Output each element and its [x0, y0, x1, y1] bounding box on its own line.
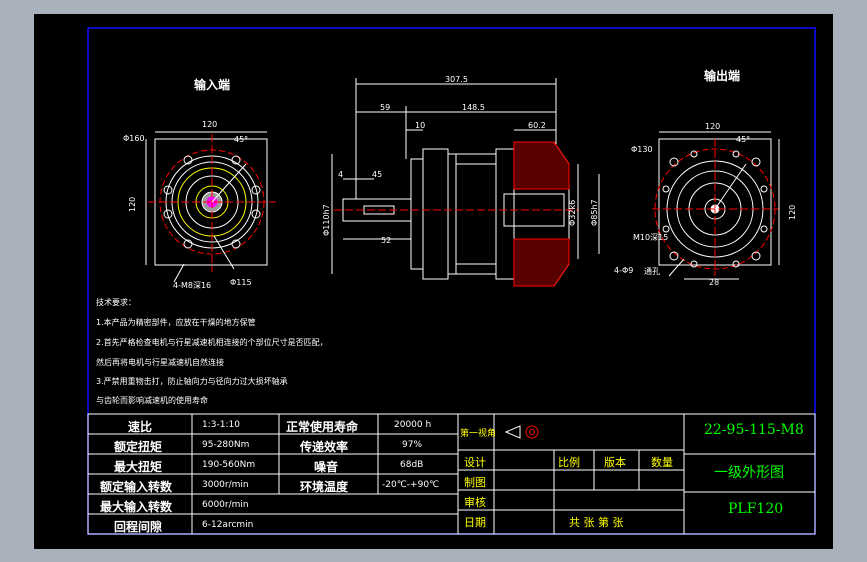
drawing-name: 一级外形图 — [714, 465, 784, 481]
spec2-value: 68dB — [400, 460, 424, 470]
notes-line-3: 然后再将电机与行星减速机自然连接 — [96, 358, 224, 367]
projection-symbol — [504, 425, 539, 439]
spec-value: 3000r/min — [202, 480, 249, 490]
spec-label: 速比 — [128, 420, 153, 434]
side-b-dim: 148.5 — [462, 103, 485, 112]
input-angle-dim: 45° — [234, 135, 249, 144]
spec-label: 最大输入转数 — [100, 500, 173, 514]
input-pcd-dim: Φ160 — [123, 134, 145, 143]
side-e-dim: 60.2 — [528, 121, 546, 130]
output-end-title: 输出端 — [704, 69, 741, 83]
spec2-label: 环境温度 — [300, 480, 349, 494]
cad-viewport[interactable]: 输入端 输出端 120 Φ160 45° 120 4-M8深16 Φ115 30… — [34, 14, 833, 549]
side-f-dim: 45 — [372, 170, 383, 179]
scale-label: 比例 — [558, 456, 580, 469]
notes-line-5: 与齿轮而影响减速机的使用寿命 — [96, 396, 208, 405]
side-h-dim: 4 — [338, 170, 344, 179]
spec-value: 6-12arcmin — [202, 520, 254, 530]
notes-title: 技术要求： — [96, 298, 136, 307]
date-label: 日期 — [464, 516, 486, 529]
side-k-dim: Φ85h7 — [590, 199, 599, 226]
projection-label: 第一视角 — [460, 429, 497, 439]
draw-label: 制图 — [464, 476, 486, 489]
side-a-dim: 59 — [380, 103, 391, 112]
version-label: 版本 — [604, 456, 626, 469]
design-label: 设计 — [464, 456, 486, 469]
output-height-dim: 120 — [788, 204, 797, 220]
spec-value: 95-280Nm — [202, 440, 250, 450]
output-foot-note: 通孔 — [644, 267, 660, 276]
side-i-dim: Φ110h7 — [322, 204, 331, 236]
model-name: PLF120 — [728, 501, 784, 517]
spec2-value: 20000 h — [394, 420, 432, 430]
spec2-label: 噪音 — [314, 460, 339, 474]
output-key-dim: 28 — [709, 278, 720, 287]
notes-line-4: 3.严禁用重物击打，防止轴向力与径向力过大损坏轴承 — [96, 377, 288, 386]
review-label: 审核 — [464, 496, 486, 509]
notes-line-1: 1.本产品为精密部件，应放在干燥的地方保管 — [96, 318, 256, 327]
input-end-title: 输入端 — [194, 78, 231, 92]
side-total-dim: 307.5 — [445, 75, 468, 84]
side-j-dim: Φ32k6 — [568, 199, 577, 226]
input-width-dim: 120 — [202, 120, 218, 129]
side-c-dim: 10 — [415, 121, 426, 130]
side-view — [331, 78, 600, 287]
drawing-number: 22-95-115-M8 — [704, 422, 804, 438]
spec-table-grid — [87, 413, 816, 535]
spec2-label: 正常使用寿命 — [286, 420, 359, 434]
output-end-view — [652, 131, 780, 280]
spec-value: 190-560Nm — [202, 460, 256, 470]
spec-label: 额定扭矩 — [114, 440, 163, 454]
input-height-dim: 120 — [128, 196, 137, 212]
output-pcd-dim: Φ130 — [631, 145, 653, 154]
input-hole-dim: 4-M8深16 — [173, 281, 212, 290]
sheet-label: 共 张 第 张 — [569, 516, 624, 529]
output-width-dim: 120 — [705, 122, 721, 131]
qty-label: 数量 — [651, 456, 673, 469]
output-hole-dim: M10深15 — [633, 233, 669, 242]
spec2-label: 传递效率 — [300, 440, 349, 454]
spec-value: 6000r/min — [202, 500, 249, 510]
spec-label: 额定输入转数 — [100, 480, 173, 494]
input-end-view — [145, 131, 276, 283]
spec2-value: -20℃-+90℃ — [382, 480, 440, 490]
notes-line-2: 2.首先严格检查电机与行星减速机相连接的个部位尺寸是否匹配， — [96, 338, 328, 347]
spec-value: 1:3-1:10 — [202, 420, 240, 430]
input-pilot-dim: Φ115 — [230, 278, 252, 287]
spec-label: 回程间隙 — [114, 520, 163, 534]
output-foot-dim: 4-Φ9 — [614, 266, 634, 275]
spec-label: 最大扭矩 — [114, 460, 163, 474]
output-angle-dim: 45° — [736, 135, 751, 144]
cad-drawing — [87, 27, 816, 535]
spec2-value: 97% — [402, 440, 423, 450]
side-g-dim: 52 — [381, 236, 392, 245]
